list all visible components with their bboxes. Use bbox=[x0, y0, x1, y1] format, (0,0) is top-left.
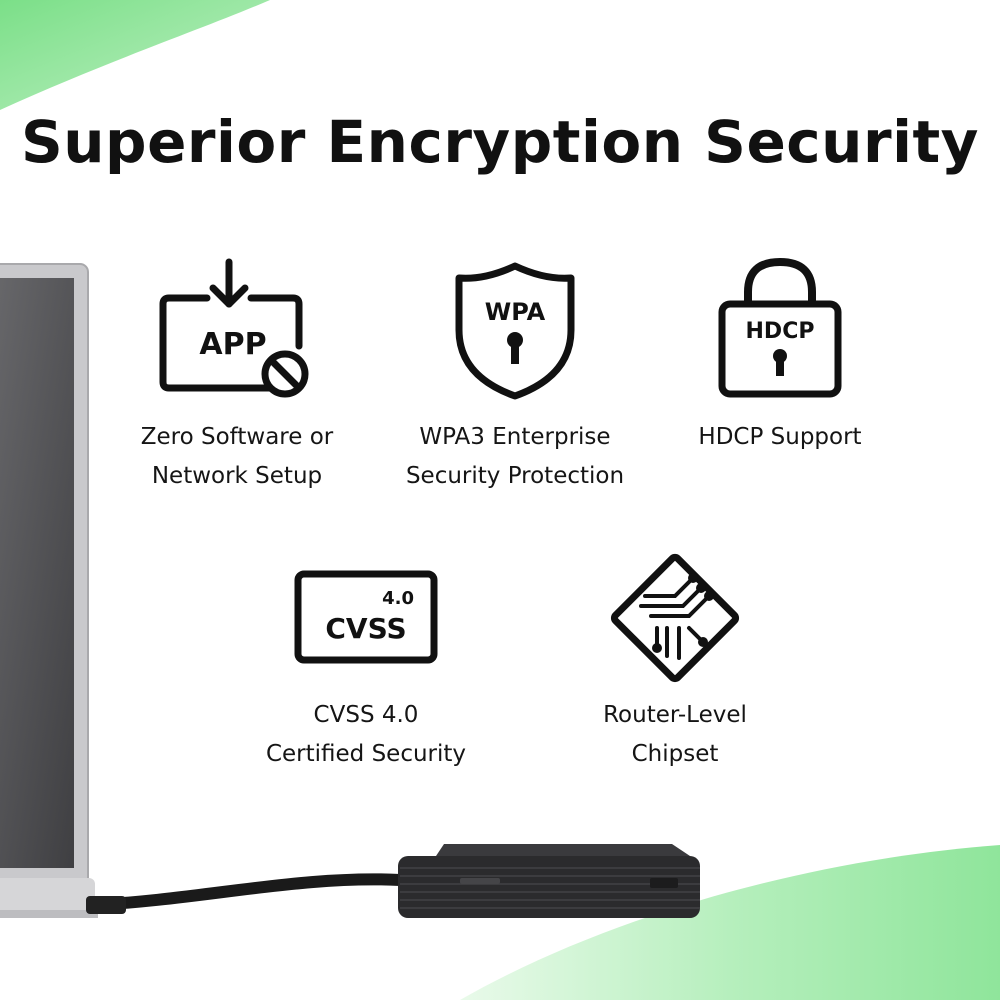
chipset-icon bbox=[610, 553, 740, 683]
feature-hdcp: HDCP HDCP Support bbox=[640, 258, 920, 457]
app-blocked-icon: APP bbox=[159, 258, 309, 398]
hdcp-icon-text: HDCP bbox=[746, 319, 815, 344]
wpa-icon-text: WPA bbox=[485, 298, 546, 326]
feature-label-line1: Router-Level bbox=[603, 702, 747, 728]
feature-label-line1: Zero Software or bbox=[140, 424, 334, 450]
app-icon-text: APP bbox=[199, 327, 266, 362]
cvss-version-text: 4.0 bbox=[382, 588, 414, 609]
feature-label-line2: Security Protection bbox=[405, 463, 625, 489]
feature-label: Zero Software or Network Setup bbox=[97, 418, 377, 496]
feature-label: WPA3 Enterprise Security Protection bbox=[375, 418, 655, 496]
feature-wpa3: WPA WPA3 Enterprise Security Protection bbox=[375, 258, 655, 496]
page-title: Superior Encryption Security bbox=[20, 108, 979, 176]
feature-label-line2: Network Setup bbox=[151, 463, 323, 489]
cvss-badge-icon: 4.0 CVSS bbox=[294, 570, 438, 664]
feature-label-line1: CVSS 4.0 bbox=[313, 702, 419, 728]
feature-label-line1: WPA3 Enterprise bbox=[419, 424, 611, 450]
feature-chipset: Router-Level Chipset bbox=[535, 548, 815, 774]
feature-label-line1: HDCP Support bbox=[698, 424, 862, 450]
feature-label-line2: Chipset bbox=[631, 741, 719, 767]
feature-label-line2: Certified Security bbox=[265, 741, 467, 767]
shield-lock-icon: WPA bbox=[455, 262, 575, 400]
feature-label: CVSS 4.0 Certified Security bbox=[226, 696, 506, 774]
feature-label: HDCP Support bbox=[640, 418, 920, 457]
feature-cvss: 4.0 CVSS CVSS 4.0 Certified Security bbox=[226, 566, 506, 774]
wireless-hub-device-image bbox=[86, 844, 700, 918]
padlock-icon: HDCP bbox=[718, 258, 842, 398]
decorative-green-shape-top-left bbox=[0, 0, 270, 110]
laptop-image bbox=[0, 263, 98, 918]
feature-label: Router-Level Chipset bbox=[535, 696, 815, 774]
feature-zero-software: APP Zero Software or Network Setup bbox=[97, 258, 377, 496]
cvss-icon-text: CVSS bbox=[325, 612, 406, 645]
